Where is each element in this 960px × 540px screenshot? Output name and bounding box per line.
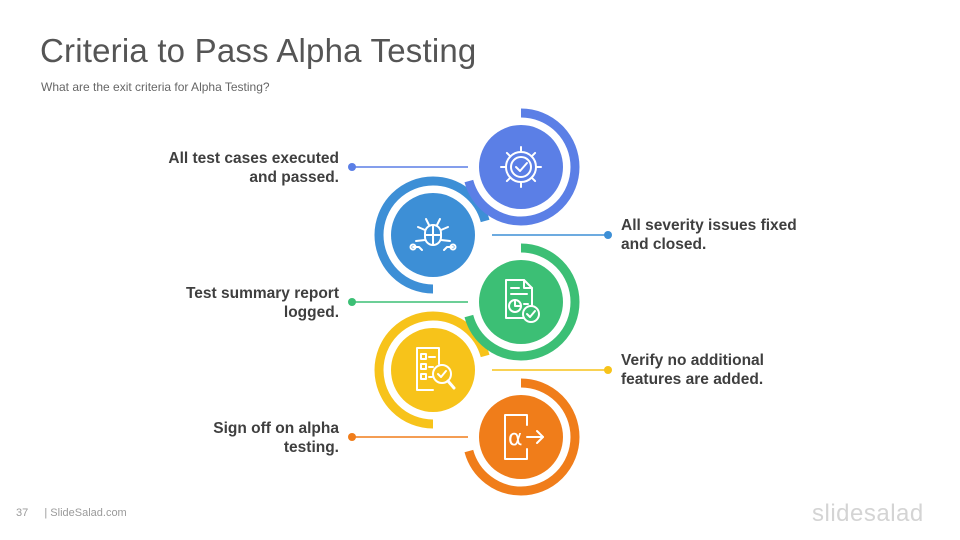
alpha-exit-icon: α bbox=[504, 414, 544, 460]
ring-1 bbox=[462, 108, 580, 226]
criterion-label-4: Verify no additional features are added. bbox=[621, 351, 861, 389]
criterion-5-line-2: testing. bbox=[283, 439, 339, 456]
ring-3 bbox=[462, 243, 580, 361]
criterion-label-1: All test cases executed and passed. bbox=[119, 149, 339, 187]
criterion-3-line-1: Test summary report bbox=[185, 285, 339, 302]
connectors bbox=[348, 163, 612, 441]
ring-5 bbox=[462, 378, 580, 496]
criterion-1-line-2: and passed. bbox=[249, 169, 339, 186]
criterion-4-line-1: Verify no additional bbox=[621, 352, 764, 369]
criterion-label-3: Test summary report logged. bbox=[119, 284, 339, 322]
criterion-label-5: Sign off on alpha testing. bbox=[119, 419, 339, 457]
criterion-2-line-1: All severity issues fixed bbox=[621, 217, 797, 234]
page-number: 37 bbox=[16, 507, 29, 519]
criterion-5-line-1: Sign off on alpha bbox=[213, 420, 339, 437]
page-subtitle: What are the exit criteria for Alpha Tes… bbox=[41, 80, 270, 94]
criterion-1-line-1: All test cases executed bbox=[168, 150, 339, 167]
svg-text:α: α bbox=[508, 426, 523, 451]
criterion-2-line-2: and closed. bbox=[621, 236, 707, 253]
connector-dot-1 bbox=[348, 163, 356, 171]
report-document-icon bbox=[505, 279, 540, 323]
gear-check-icon bbox=[500, 146, 542, 188]
footer: 37 | SlideSalad.com bbox=[16, 507, 127, 519]
criterion-4-line-2: features are added. bbox=[621, 371, 764, 388]
page-title: Criteria to Pass Alpha Testing bbox=[40, 32, 477, 69]
footer-site: | SlideSalad.com bbox=[44, 507, 127, 519]
bug-wrench-icon bbox=[409, 218, 457, 251]
connector-dot-2 bbox=[604, 231, 612, 239]
brand-logo: slidesalad bbox=[812, 500, 924, 527]
criterion-label-2: All severity issues fixed and closed. bbox=[621, 216, 861, 254]
criterion-3-line-2: logged. bbox=[283, 304, 339, 321]
connector-dot-5 bbox=[348, 433, 356, 441]
connector-dot-3 bbox=[348, 298, 356, 306]
checklist-search-icon bbox=[416, 347, 456, 391]
connector-dot-4 bbox=[604, 366, 612, 374]
